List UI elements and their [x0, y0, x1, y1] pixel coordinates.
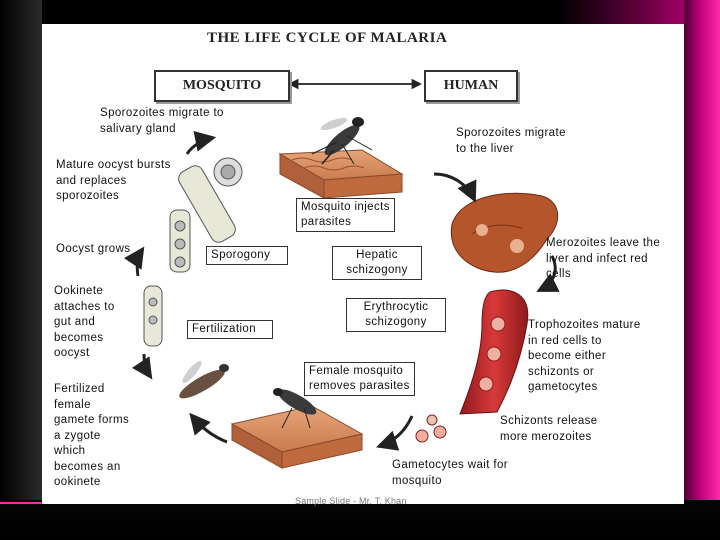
- label-female-mosquito: Female mosquito removes parasites: [304, 362, 415, 396]
- mosquito-left-icon: [179, 360, 229, 399]
- skin-tissue-icon: [278, 149, 404, 199]
- human-header: HUMAN: [424, 70, 518, 102]
- slide-footer: Sample Slide - Mr. T. Khan: [295, 496, 407, 506]
- label-ookinete: Ookinete attaches to gut and becomes ooc…: [54, 285, 115, 359]
- label-schizonts: Schizonts release more merozoites: [500, 415, 598, 443]
- label-sporozoites-gland: Sporozoites migrate to salivary gland: [100, 107, 224, 135]
- label-mosquito-injects: Mosquito injects parasites: [296, 198, 395, 232]
- label-oocyst-grows: Oocyst grows: [56, 243, 131, 255]
- label-hepatic-schizogony: Hepatic schizogony: [332, 246, 422, 280]
- pink-swoosh-decoration: [0, 488, 60, 504]
- mosquito-header: MOSQUITO: [154, 70, 290, 102]
- label-trophozoites: Trophozoites mature in red cells to beco…: [528, 319, 641, 393]
- life-cycle-illustration: [123, 78, 560, 469]
- gut-cells-icon: [143, 157, 243, 347]
- label-fertilization: Fertilization: [187, 320, 273, 339]
- top-pink-glow: [560, 0, 684, 24]
- label-sporogony: Sporogony: [206, 246, 288, 265]
- gametocytes-icon: [415, 414, 447, 443]
- label-merozoites-leave: Merozoites leave the liver and infect re…: [546, 237, 661, 280]
- diagram-slide: THE LIFE CYCLE OF MALARIA MOSQUITO HUMAN…: [42, 24, 684, 504]
- skin-tissue-bottom-icon: [230, 405, 364, 469]
- label-erythrocytic-schizogony: Erythrocytic schizogony: [346, 298, 446, 332]
- left-dark-band: [0, 0, 42, 540]
- label-fertilized-gamete: Fertilized female gamete forms a zygote …: [54, 383, 130, 488]
- mosquito-icon: [311, 117, 373, 165]
- label-gametocytes: Gametocytes wait for mosquito: [392, 459, 509, 487]
- page-title: THE LIFE CYCLE OF MALARIA: [207, 30, 448, 46]
- liver-icon: [450, 192, 559, 273]
- bottom-dark-band: [0, 500, 720, 540]
- label-sporozoites-liver: Sporozoites migrate to the liver: [456, 127, 566, 155]
- label-mature-oocyst: Mature oocyst bursts and replaces sporoz…: [56, 159, 171, 202]
- right-pink-band: [684, 0, 720, 540]
- blood-vessel-icon: [459, 289, 529, 415]
- cycle-arrow-icon: [123, 131, 560, 451]
- mosquito-bottom-icon: [273, 388, 317, 429]
